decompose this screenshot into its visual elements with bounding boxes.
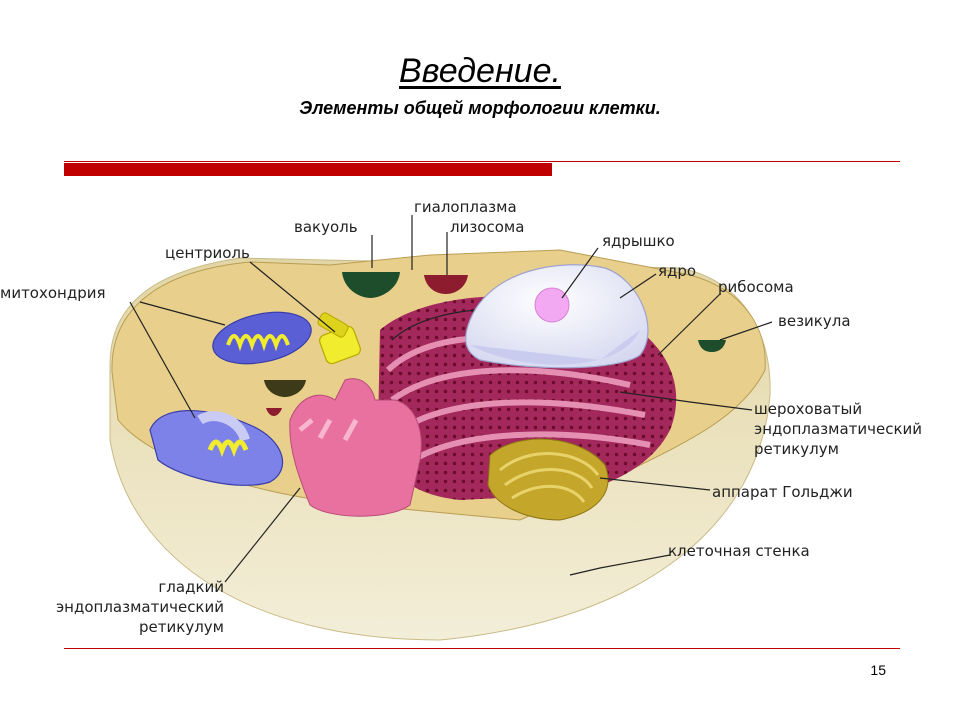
lysosome-shape bbox=[424, 275, 468, 294]
page-number: 15 bbox=[870, 662, 886, 678]
accent-bar bbox=[64, 163, 552, 176]
label-cell-wall: клеточная стенка bbox=[668, 542, 810, 560]
label-nucleus: ядро bbox=[658, 262, 696, 280]
label-golgi: аппарат Гольджи bbox=[712, 483, 853, 501]
label-vacuole: вакуоль bbox=[294, 218, 358, 236]
bottom-divider-line bbox=[64, 648, 900, 649]
centriole-shape bbox=[317, 312, 361, 365]
label-hyaloplasm: гиалоплазма bbox=[414, 198, 517, 216]
label-lysosome: лизосома bbox=[450, 218, 524, 236]
label-vesicle: везикула bbox=[778, 312, 851, 330]
label-nucleolus: ядрышко bbox=[602, 232, 675, 250]
label-ribosome: рибосома bbox=[718, 278, 794, 296]
label-rough-er-line3: ретикулум bbox=[754, 440, 839, 458]
label-smooth-er-line1: гладкий bbox=[158, 578, 224, 596]
vacuole-shape bbox=[342, 272, 400, 298]
label-smooth-er-line3: ретикулум bbox=[139, 618, 224, 636]
label-centriole: центриоль bbox=[165, 244, 250, 262]
slide-subtitle: Элементы общей морфологии клетки. bbox=[299, 98, 661, 118]
label-smooth-er-line2: эндоплазматический bbox=[56, 598, 224, 616]
top-divider-line bbox=[64, 161, 900, 162]
label-rough-er-line1: шероховатый bbox=[754, 400, 862, 418]
nucleolus-shape bbox=[534, 287, 570, 323]
mitochondrion-bottom bbox=[149, 410, 284, 486]
label-rough-er-line2: эндоплазматический bbox=[754, 420, 922, 438]
slide-title: Введение. bbox=[399, 52, 561, 90]
label-mitochondria: митохондрия bbox=[0, 284, 106, 302]
smooth-er-shape bbox=[289, 378, 422, 517]
